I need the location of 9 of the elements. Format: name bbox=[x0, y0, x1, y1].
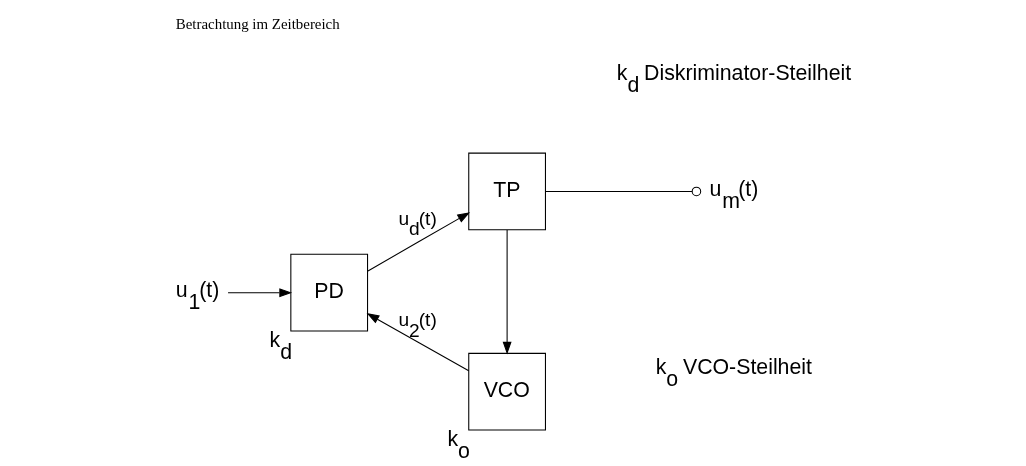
arrow bbox=[502, 229, 512, 355]
connector bbox=[544, 186, 701, 197]
arrow bbox=[366, 313, 469, 372]
node-box: PD bbox=[289, 253, 368, 332]
diagram-title: Betrachtung im Zeitbereich bbox=[175, 15, 340, 32]
arrow bbox=[366, 212, 470, 272]
node-box: VCO bbox=[467, 352, 546, 431]
arrow bbox=[227, 288, 292, 298]
node-box: TP bbox=[467, 152, 546, 231]
